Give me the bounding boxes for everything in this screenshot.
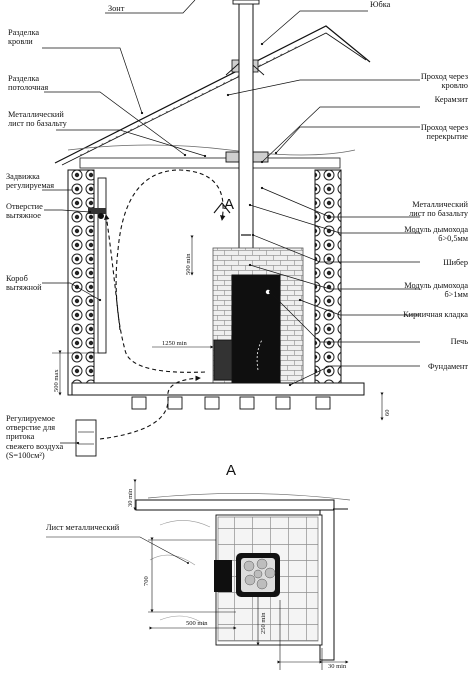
plan-log-top: [147, 493, 351, 501]
section-a-arrow: [213, 202, 231, 214]
label-prohod-perekrytie: Проход через перекрытие: [420, 123, 468, 142]
label-metal-list-left: Металлический лист по базальту: [8, 110, 67, 129]
intake-vent: [75, 419, 97, 457]
label-zadvizhka: Задвижка регулируемая: [6, 172, 55, 191]
air-flow-paths: [99, 169, 226, 440]
dim-700: 700: [143, 576, 150, 586]
damper: [88, 208, 106, 214]
dimension-lines: [52, 235, 384, 421]
plan-firebox: [214, 560, 232, 592]
chimney-pipe: [238, 0, 254, 276]
label-otverstie-vytyazhnoe: Отверстие вытяжное: [6, 202, 43, 221]
section-a-title: A: [226, 462, 237, 479]
exhaust-box: [97, 177, 107, 354]
label-shiber: Шибер: [443, 258, 468, 267]
label-zont: Зонт: [108, 4, 125, 13]
roof-inner: [61, 32, 367, 166]
label-fundament: Фундамент: [427, 362, 468, 371]
stove-firebox-door: [213, 339, 233, 381]
leader-lines: [42, 0, 420, 445]
dim-250min: 250 min: [260, 612, 267, 635]
plan-view: [46, 479, 351, 670]
label-kirpichnaya-kladka: Кирпичная кладка: [403, 310, 468, 319]
floor: [71, 382, 365, 396]
umbrella: [232, 0, 260, 5]
stove: [231, 274, 281, 384]
label-modul-dymohoda-2: Модуль дымохода б>1мм: [404, 281, 468, 300]
label-keramzit: Керамзит: [434, 95, 468, 104]
label-prohod-krovlya: Проход через кровлю: [420, 72, 468, 91]
label-razdelka-krovli: Разделка кровли: [8, 28, 40, 47]
section-a-marker: A: [224, 196, 235, 213]
label-korob-vytyazhnoy: Короб вытяжной: [6, 274, 42, 293]
label-modul-dymohoda-1: Модуль дымохода б>0,5мм: [404, 225, 468, 244]
dim-1250min: 1250 min: [162, 340, 187, 347]
dim-500min-vertical: 500 min: [185, 253, 192, 276]
dim-500max: 500 max: [53, 369, 60, 392]
ceiling: [67, 144, 356, 156]
dim-60: 60: [384, 409, 391, 417]
dim-30min-bottom: 30 min: [328, 663, 347, 670]
label-list-metallicheskiy: Лист металлический: [46, 523, 120, 532]
elevation-view: [42, 0, 420, 457]
foundation-piles: [131, 396, 331, 410]
label-metal-list-right: Металлический лист по базальту: [409, 200, 468, 219]
label-otverstie-pritoka: Регулируемое отверстие для притока свеже…: [6, 414, 64, 460]
label-razdelka-potolochnaya: Разделка потолочная: [8, 74, 49, 93]
roof: [54, 25, 371, 164]
dim-30min-top: 30 min: [127, 488, 134, 507]
left-log-wall: [67, 169, 95, 396]
right-log-wall: [314, 169, 342, 396]
dim-500min-plan: 500 min: [186, 620, 208, 627]
label-yubka: Юбка: [370, 0, 391, 9]
label-pech: Печь: [450, 337, 468, 346]
